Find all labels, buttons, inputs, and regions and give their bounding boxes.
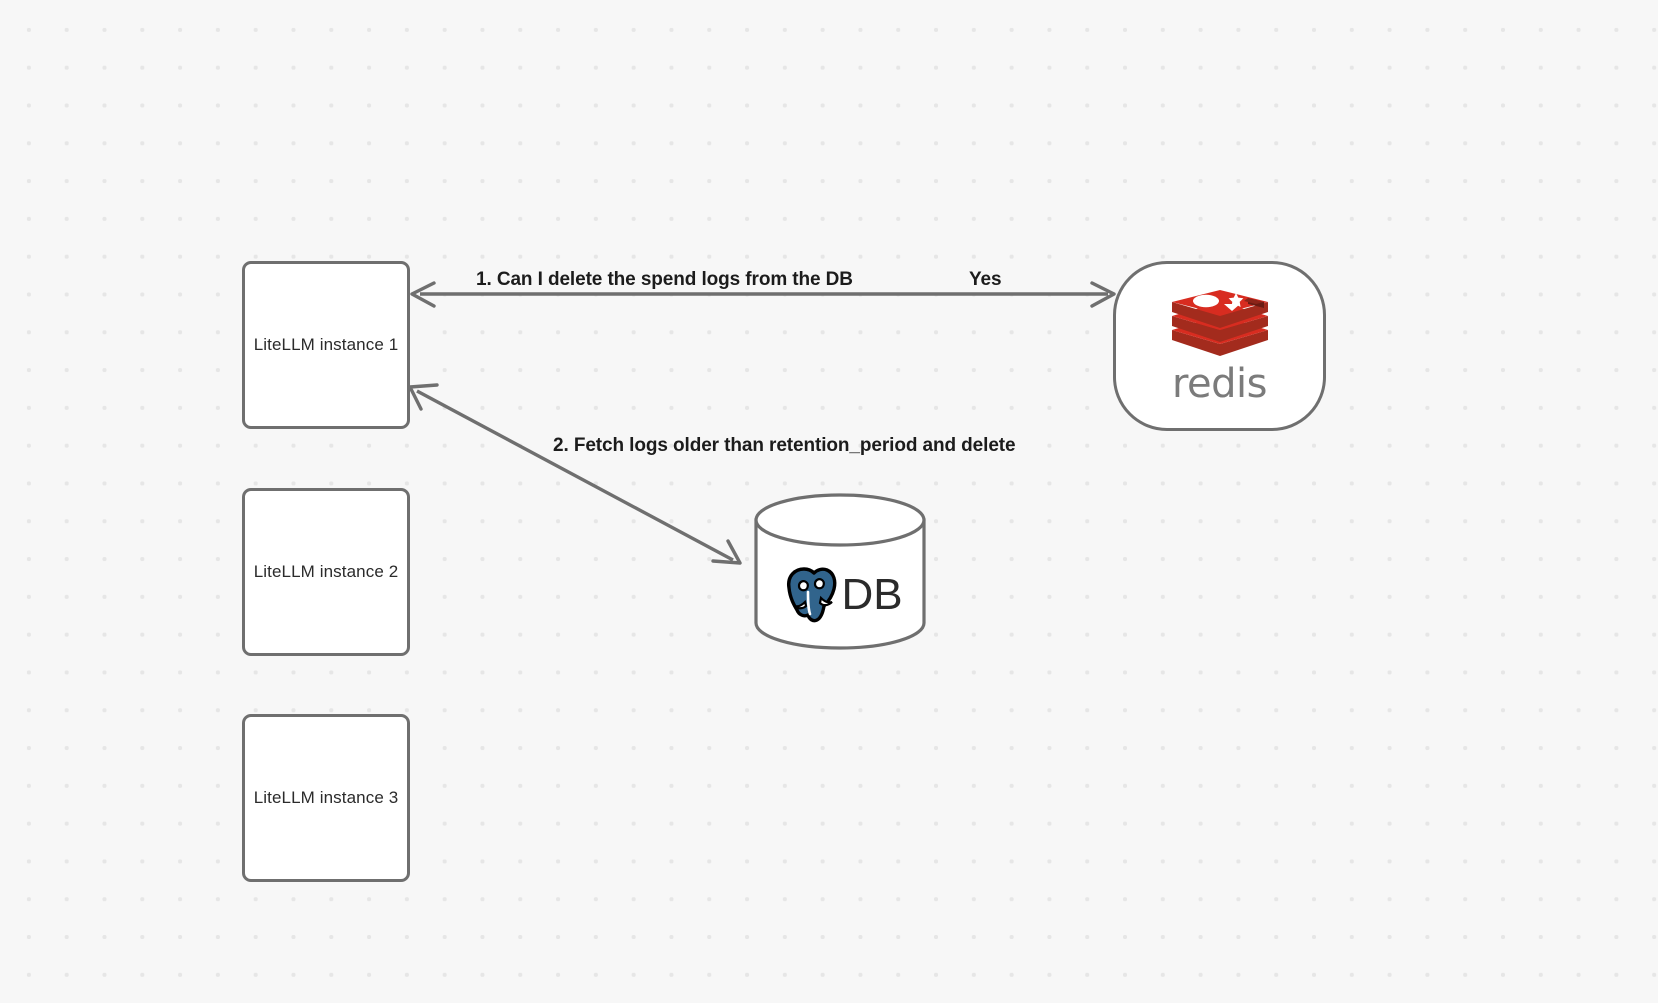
node-litellm-instance-3-label: LiteLLM instance 3 [253,788,399,807]
edge-litellm1-db [408,383,742,565]
elephant-trunk [807,590,812,616]
elephant-tusk-left [793,599,808,610]
edge-label-fetch-logs: 2. Fetch logs older than retention_perio… [553,435,1016,456]
cylinder-shape [754,493,926,650]
postgresql-elephant-icon [787,567,837,623]
node-litellm-instance-2[interactable]: LiteLLM instance 2 [242,488,410,656]
db-label: DB [841,570,903,619]
elephant-tusk-right [819,595,834,607]
redis-logo-group: redis [1166,290,1274,404]
node-db[interactable]: DB [754,493,926,650]
elephant-eye-right [814,578,826,590]
elephant-eye-left [798,580,810,592]
node-litellm-instance-1-label: LiteLLM instance 1 [253,335,399,354]
edge-label-can-i-delete: 1. Can I delete the spend logs from the … [476,269,853,290]
node-litellm-instance-1[interactable]: LiteLLM instance 1 [242,261,410,429]
redis-icon [1171,290,1268,356]
node-litellm-instance-3[interactable]: LiteLLM instance 3 [242,714,410,882]
redis-wordmark: redis [1171,361,1268,407]
edge-label-yes: Yes [969,269,1002,290]
db-logo-group: DB [754,545,926,645]
node-redis[interactable]: redis [1113,261,1326,431]
node-litellm-instance-2-label: LiteLLM instance 2 [253,562,399,581]
